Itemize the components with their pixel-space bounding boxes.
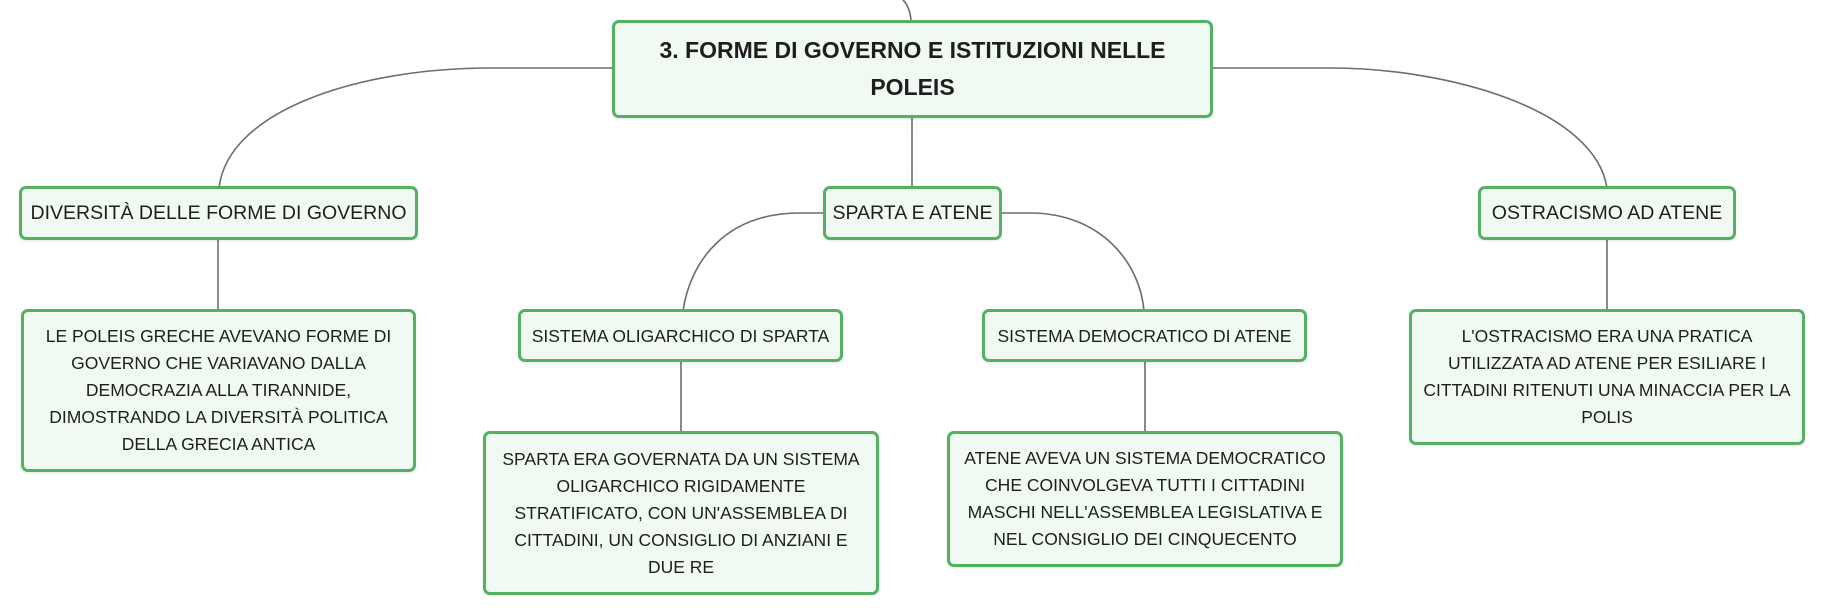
subtopic-atene[interactable]: SISTEMA DEMOCRATICO DI ATENE	[982, 309, 1307, 362]
detail-diversita-text: LE POLEIS GRECHE AVEVANO FORME DI GOVERN…	[45, 326, 392, 454]
detail-sparta[interactable]: SPARTA ERA GOVERNATA DA UN SISTEMA OLIGA…	[483, 431, 879, 595]
topic-diversita[interactable]: DIVERSITÀ DELLE FORME DI GOVERNO	[19, 186, 418, 240]
connector-sparta-atene-to-sparta	[682, 212, 824, 312]
subtopic-sparta[interactable]: SISTEMA OLIGARCHICO DI SPARTA	[518, 309, 843, 362]
connector-root-to-ostracismo	[1213, 67, 1608, 189]
root-node[interactable]: 3. FORME DI GOVERNO E ISTITUZIONI NELLE …	[612, 20, 1213, 118]
detail-diversita[interactable]: LE POLEIS GRECHE AVEVANO FORME DI GOVERN…	[21, 309, 416, 472]
connector-sparta-atene-to-atene	[1000, 212, 1145, 312]
topic-diversita-label: DIVERSITÀ DELLE FORME DI GOVERNO	[30, 202, 407, 224]
topic-sparta-atene[interactable]: SPARTA E ATENE	[823, 186, 1002, 240]
connector-root-to-parent	[902, 0, 912, 21]
detail-atene-text: ATENE AVEVA UN SISTEMA DEMOCRATICO CHE C…	[964, 448, 1326, 549]
subtopic-sparta-label: SISTEMA OLIGARCHICO DI SPARTA	[531, 325, 830, 346]
connector-root-to-diversita	[218, 67, 612, 189]
topic-sparta-atene-label: SPARTA E ATENE	[832, 202, 993, 224]
root-title: 3. FORME DI GOVERNO E ISTITUZIONI NELLE …	[659, 37, 1166, 100]
detail-ostracismo[interactable]: L'OSTRACISMO ERA UNA PRATICA UTILIZZATA …	[1409, 309, 1805, 445]
detail-sparta-text: SPARTA ERA GOVERNATA DA UN SISTEMA OLIGA…	[502, 448, 860, 577]
subtopic-atene-label: SISTEMA DEMOCRATICO DI ATENE	[997, 325, 1292, 346]
topic-ostracismo[interactable]: OSTRACISMO AD ATENE	[1478, 186, 1736, 240]
topic-ostracismo-label: OSTRACISMO AD ATENE	[1491, 202, 1723, 224]
detail-atene[interactable]: ATENE AVEVA UN SISTEMA DEMOCRATICO CHE C…	[947, 431, 1343, 567]
detail-ostracismo-text: L'OSTRACISMO ERA UNA PRATICA UTILIZZATA …	[1423, 326, 1791, 427]
